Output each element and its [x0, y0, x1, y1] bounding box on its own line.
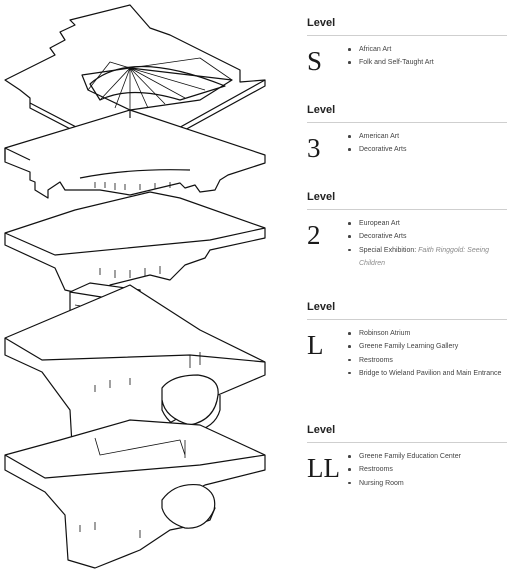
level-galleries: Greene Family Education Center Restrooms… — [348, 450, 507, 490]
level-code: L — [307, 330, 324, 360]
gallery-item[interactable]: Restrooms — [348, 463, 507, 476]
exhibition-title: Faith Ringgold: Seeing Children — [359, 246, 489, 267]
level-ll[interactable]: Level LL Greene Family Education Center … — [307, 423, 507, 487]
level-divider — [307, 319, 507, 320]
gallery-item[interactable]: Decorative Arts — [348, 230, 507, 243]
level-label: Level — [307, 17, 336, 29]
level-label: Level — [307, 191, 336, 203]
floor-s-plan[interactable] — [4, 4, 266, 161]
level-2[interactable]: Level 2 European Art Decorative Arts Spe… — [307, 190, 507, 267]
level-code: 2 — [307, 220, 321, 250]
gallery-item[interactable]: European Art — [348, 217, 507, 230]
level-label: Level — [307, 104, 336, 116]
floor-l-plan[interactable] — [4, 284, 266, 448]
gallery-item[interactable]: Special Exhibition: Faith Ringgold: Seei… — [348, 244, 507, 271]
floor-ll-plan[interactable] — [4, 419, 266, 569]
gallery-item[interactable]: Restrooms — [348, 354, 507, 367]
level-divider — [307, 209, 507, 210]
isometric-floor-diagram — [4, 4, 266, 569]
gallery-item[interactable]: African Art — [348, 43, 507, 56]
gallery-item[interactable]: Greene Family Education Center — [348, 450, 507, 463]
gallery-item[interactable]: Decorative Arts — [348, 143, 507, 156]
level-galleries: African Art Folk and Self-Taught Art — [348, 43, 507, 70]
gallery-item[interactable]: Folk and Self-Taught Art — [348, 56, 507, 69]
gallery-item[interactable]: Bridge to Wieland Pavilion and Main Entr… — [348, 367, 507, 380]
level-code: LL — [307, 453, 340, 483]
gallery-item[interactable]: Robinson Atrium — [348, 327, 507, 340]
level-s[interactable]: Level S African Art Folk and Self-Taught… — [307, 16, 507, 76]
floor-3-plan[interactable] — [4, 109, 266, 199]
level-code: 3 — [307, 133, 321, 163]
level-divider — [307, 35, 507, 36]
gallery-item[interactable]: Greene Family Learning Gallery — [348, 340, 507, 353]
level-divider — [307, 442, 507, 443]
level-label: Level — [307, 424, 336, 436]
level-galleries: American Art Decorative Arts — [348, 130, 507, 157]
level-galleries: European Art Decorative Arts Special Exh… — [348, 217, 507, 271]
level-divider — [307, 122, 507, 123]
level-l[interactable]: Level L Robinson Atrium Greene Family Le… — [307, 300, 507, 377]
gallery-item[interactable]: Nursing Room — [348, 477, 507, 490]
level-3[interactable]: Level 3 American Art Decorative Arts — [307, 103, 507, 163]
level-label: Level — [307, 301, 336, 313]
gallery-item[interactable]: American Art — [348, 130, 507, 143]
level-galleries: Robinson Atrium Greene Family Learning G… — [348, 327, 507, 380]
level-code: S — [307, 46, 323, 76]
